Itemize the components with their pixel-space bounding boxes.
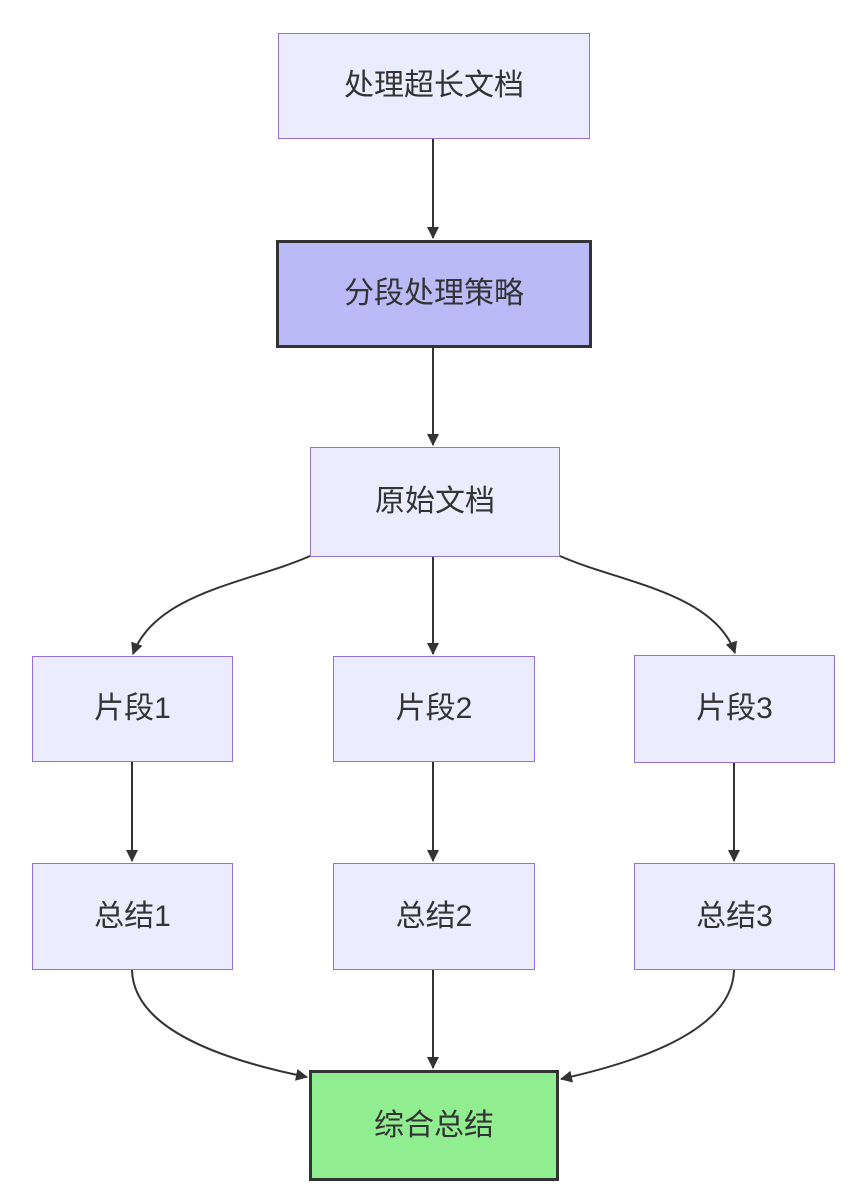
node-summary-1: 总结1 <box>32 863 233 970</box>
node-combined-summary: 综合总结 <box>309 1070 559 1181</box>
node-segmentation-strategy: 分段处理策略 <box>276 240 592 348</box>
node-fragment-3: 片段3 <box>634 655 835 763</box>
node-summary-3: 总结3 <box>634 863 835 970</box>
node-summary-2: 总结2 <box>333 863 535 970</box>
node-fragment-1: 片段1 <box>32 656 233 762</box>
node-original-document: 原始文档 <box>310 447 560 557</box>
node-process-long-document: 处理超长文档 <box>278 33 590 139</box>
edge-summary-1-to-result <box>131 969 308 1081</box>
edge-summary-3-to-result <box>560 969 735 1083</box>
edge-source-to-fragment-1 <box>131 555 311 655</box>
node-fragment-2: 片段2 <box>333 656 535 762</box>
edge-source-to-fragment-3 <box>559 555 738 654</box>
